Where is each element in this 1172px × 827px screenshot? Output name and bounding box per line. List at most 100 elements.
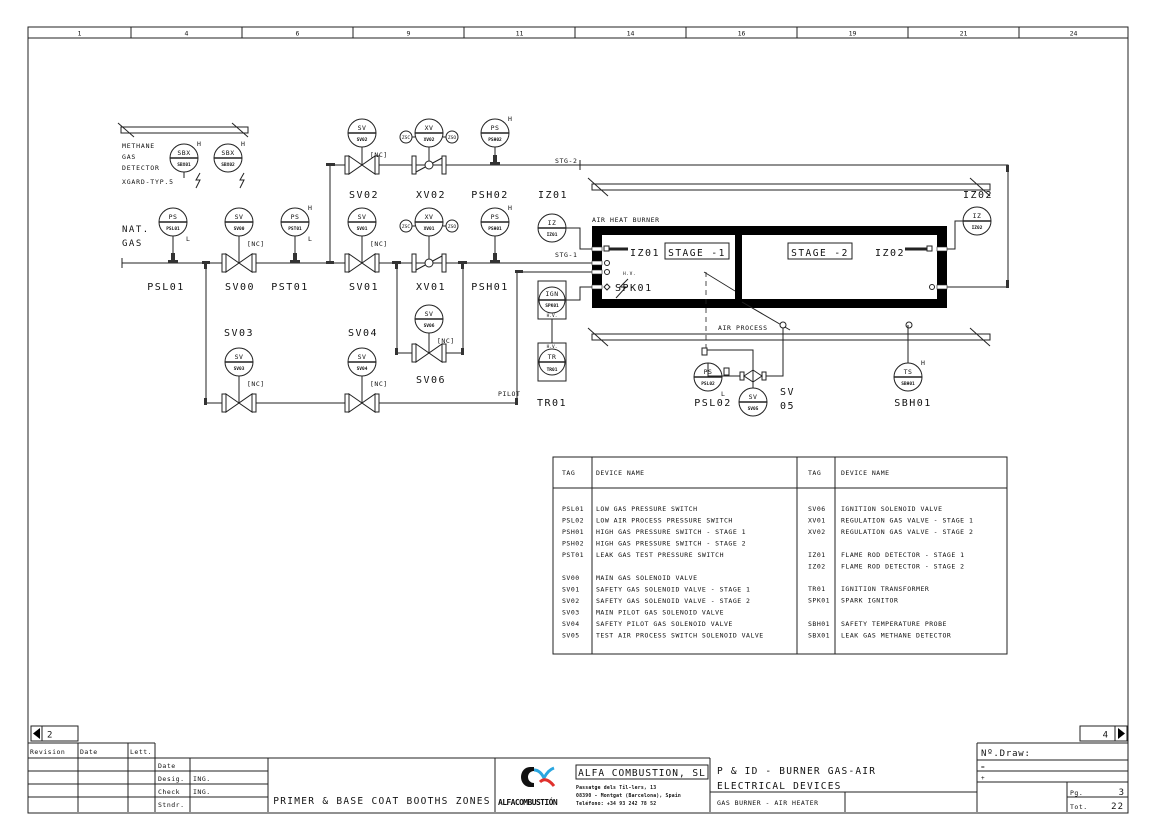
label-iz02in: IZ02	[875, 248, 905, 259]
drawing-plus: +	[981, 775, 985, 782]
spark-electrode	[603, 283, 611, 291]
instrument-tag: PSL02	[701, 381, 715, 387]
legend-tag: SV06	[808, 505, 826, 513]
ignition-function: IGN	[545, 290, 558, 298]
label-pilot: PILOT	[498, 390, 521, 398]
legend-tag: PSH02	[562, 540, 584, 548]
legend-device-name: TEST AIR PROCESS SWITCH SOLENOID VALVE	[596, 632, 764, 640]
stage1-box	[664, 242, 730, 260]
label-sv02: SV02	[349, 190, 379, 201]
transformer-box	[537, 342, 567, 382]
limit-switch-open-label: ZSO	[448, 135, 456, 141]
legend-tag: SV00	[562, 574, 580, 582]
pipe-elbow	[326, 163, 335, 166]
legend-tag: XV01	[808, 517, 826, 525]
label-sv00: SV00	[225, 282, 255, 293]
normally-closed-note: [NC]	[370, 151, 388, 159]
label-xv02: XV02	[416, 190, 446, 201]
instrument-tag: SV05	[748, 406, 759, 412]
logo-wordmark: ALFACOMBUSTIÓN	[498, 796, 558, 807]
previous-page-button[interactable]: 2	[30, 725, 79, 742]
transformer-tag: TR01	[547, 367, 558, 373]
instrument-function: IZ	[973, 212, 982, 220]
legend-device-name: REGULATION GAS VALVE - STAGE 1	[841, 517, 973, 525]
pipe-tee	[168, 260, 178, 263]
legend-device-name: LEAK GAS METHANE DETECTOR	[841, 632, 951, 640]
gas-inlet-port	[604, 260, 610, 266]
legend-tag: PSL02	[562, 517, 584, 525]
valve-flange	[441, 343, 447, 363]
label-sv01: SV01	[349, 282, 379, 293]
next-page-button[interactable]: 4	[1079, 725, 1128, 742]
page-label: Pg.	[1070, 789, 1083, 797]
legend-tag: SV02	[562, 597, 580, 605]
switch-stem-fitting	[171, 253, 175, 261]
burner-port	[591, 284, 603, 290]
instrument-function: SV	[235, 353, 244, 361]
pipe-elbow	[1006, 165, 1009, 172]
normally-closed-note: [NC]	[370, 380, 388, 388]
valve-flange	[251, 253, 257, 273]
legend-device-name: IGNITION SOLENOID VALVE	[841, 505, 943, 513]
instrument-tag: XV01	[424, 226, 435, 232]
burner-port	[591, 269, 603, 275]
instrument-tag: IZ02	[972, 225, 983, 231]
instrument-tag: SBX02	[221, 162, 235, 168]
label-sv03: SV03	[224, 328, 254, 339]
ruler-number: 19	[849, 30, 857, 38]
legend-header-name: DEVICE NAME	[596, 469, 645, 477]
company-address: Teléfono: +34 93 242 78 52	[576, 800, 656, 807]
flame-rod-head	[926, 245, 933, 252]
drawing-eq: =	[981, 764, 985, 771]
signal-lightning-icon	[195, 172, 201, 189]
legend-device-name: MAIN PILOT GAS SOLENOID VALVE	[596, 609, 724, 617]
ruler-number: 4	[185, 30, 189, 38]
pipe-tee	[202, 261, 210, 264]
legend-tag: PST01	[562, 551, 584, 559]
valve-sv00	[221, 236, 257, 273]
company-address: Passatge dels Til-lers, 13	[576, 785, 656, 791]
duct-slash	[587, 177, 609, 197]
instrument-function: SV	[358, 353, 367, 361]
label-natgas1: NAT.	[122, 225, 150, 235]
ignition-box	[537, 280, 567, 320]
company-name-box	[575, 764, 709, 780]
switch-stem-fitting	[493, 155, 497, 163]
instrument-function: IZ	[548, 219, 557, 227]
total-pages: 22	[1111, 802, 1124, 812]
switch-stem-fitting	[293, 253, 297, 261]
ignition-tag: SPK01	[545, 303, 559, 309]
valve-flange	[344, 253, 350, 273]
instrument-tag: PSL01	[166, 226, 180, 232]
instrument-iz02[interactable]: IZ IZ02	[962, 206, 992, 236]
instrument-function: SBX	[177, 149, 190, 157]
legend-device-name: SAFETY GAS SOLENOID VALVE - STAGE 1	[596, 586, 750, 594]
sign-row-label: Stndr.	[158, 801, 184, 809]
flame-rod-cable	[947, 220, 963, 250]
pipe-tee	[290, 260, 300, 263]
duct-slash	[117, 122, 135, 138]
pipe-elbow	[515, 270, 523, 273]
ruler-number: 16	[738, 30, 746, 38]
temperature-probe-port	[905, 321, 913, 329]
company-logo: ALFACOMBUSTIÓN	[498, 766, 558, 807]
legend-header-tag: TAG	[808, 469, 821, 477]
